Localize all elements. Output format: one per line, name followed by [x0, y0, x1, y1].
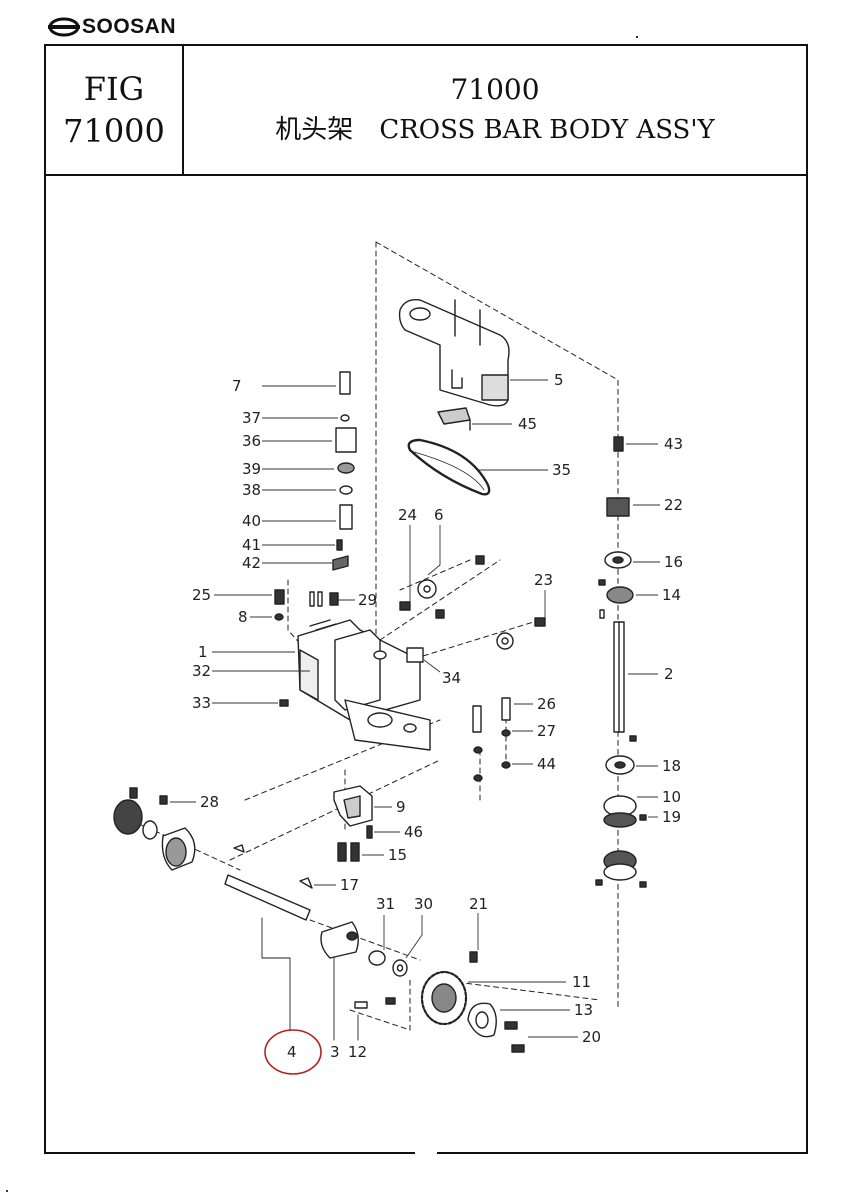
- callout-45: 45: [518, 415, 537, 433]
- callout-22: 22: [664, 496, 683, 514]
- callout-13: 13: [574, 1001, 593, 1019]
- callout-11: 11: [572, 973, 591, 991]
- title-block: FIG 71000 71000 机头架 CROSS BAR BODY ASS'Y: [46, 46, 806, 176]
- fig-number: 71000: [63, 112, 165, 150]
- fig-label: FIG: [83, 70, 145, 108]
- cross-bar-arm: [398, 299, 510, 407]
- callout-43: 43: [664, 435, 683, 453]
- fig-cell: FIG 71000: [46, 46, 184, 174]
- drawing-frame: FIG 71000 71000 机头架 CROSS BAR BODY ASS'Y: [44, 44, 808, 1154]
- callout-5: 5: [554, 371, 564, 389]
- stray-dot: [636, 36, 638, 38]
- callout-23: 23: [534, 571, 553, 589]
- callout-15: 15: [388, 846, 407, 864]
- callout-20: 20: [582, 1028, 601, 1046]
- callout-30: 30: [414, 895, 433, 913]
- callout-2: 2: [664, 665, 674, 683]
- callout-31: 31: [376, 895, 395, 913]
- callout-7: 7: [232, 377, 242, 395]
- brand-name: SOOSAN: [82, 15, 177, 38]
- callout-29: 29: [358, 591, 377, 609]
- callout-28: 28: [200, 793, 219, 811]
- callout-27: 27: [537, 722, 556, 740]
- highlight-part-4: [264, 1029, 322, 1075]
- callout-1: 1: [198, 643, 208, 661]
- title-number: 71000: [450, 73, 540, 106]
- callout-14: 14: [662, 586, 681, 604]
- callout-21: 21: [469, 895, 488, 913]
- callout-41: 41: [242, 536, 261, 554]
- callout-40: 40: [242, 512, 261, 530]
- body-casting: [297, 619, 431, 751]
- callout-10: 10: [662, 788, 681, 806]
- callout-4: 4: [287, 1043, 297, 1061]
- callout-26: 26: [537, 695, 556, 713]
- callout-9: 9: [396, 798, 406, 816]
- callout-12: 12: [348, 1043, 367, 1061]
- callout-labels: 7 37 36 39 38 40 41 42 25 8 29 1 32 33 5…: [192, 371, 683, 1061]
- callout-18: 18: [662, 757, 681, 775]
- callout-16: 16: [664, 553, 683, 571]
- title-chinese: 机头架: [275, 115, 354, 145]
- callout-17: 17: [340, 876, 359, 894]
- callout-44: 44: [537, 755, 556, 773]
- callout-24: 24: [398, 506, 417, 524]
- callout-36: 36: [242, 432, 261, 450]
- title-english: CROSS BAR BODY ASS'Y: [379, 115, 715, 145]
- callout-19: 19: [662, 808, 681, 826]
- title-line: 机头架 CROSS BAR BODY ASS'Y: [275, 110, 714, 150]
- callout-42: 42: [242, 554, 261, 572]
- stray-dot: [6, 1190, 8, 1192]
- soosan-logo-icon: [48, 17, 80, 37]
- title-cell: 71000 机头架 CROSS BAR BODY ASS'Y: [184, 46, 806, 174]
- callout-3: 3: [330, 1043, 340, 1061]
- callout-33: 33: [192, 694, 211, 712]
- callout-38: 38: [242, 481, 261, 499]
- callout-37: 37: [242, 409, 261, 427]
- brand-logo: SOOSAN: [46, 14, 176, 40]
- callout-46: 46: [404, 823, 423, 841]
- callout-32: 32: [192, 662, 211, 680]
- callout-35: 35: [552, 461, 571, 479]
- bottom-break-mark: [415, 1150, 437, 1156]
- leader-lines: [170, 379, 660, 1038]
- callout-34: 34: [442, 669, 461, 687]
- callout-25: 25: [192, 586, 211, 604]
- callout-6: 6: [434, 506, 444, 524]
- callout-8: 8: [238, 608, 248, 626]
- callout-39: 39: [242, 460, 261, 478]
